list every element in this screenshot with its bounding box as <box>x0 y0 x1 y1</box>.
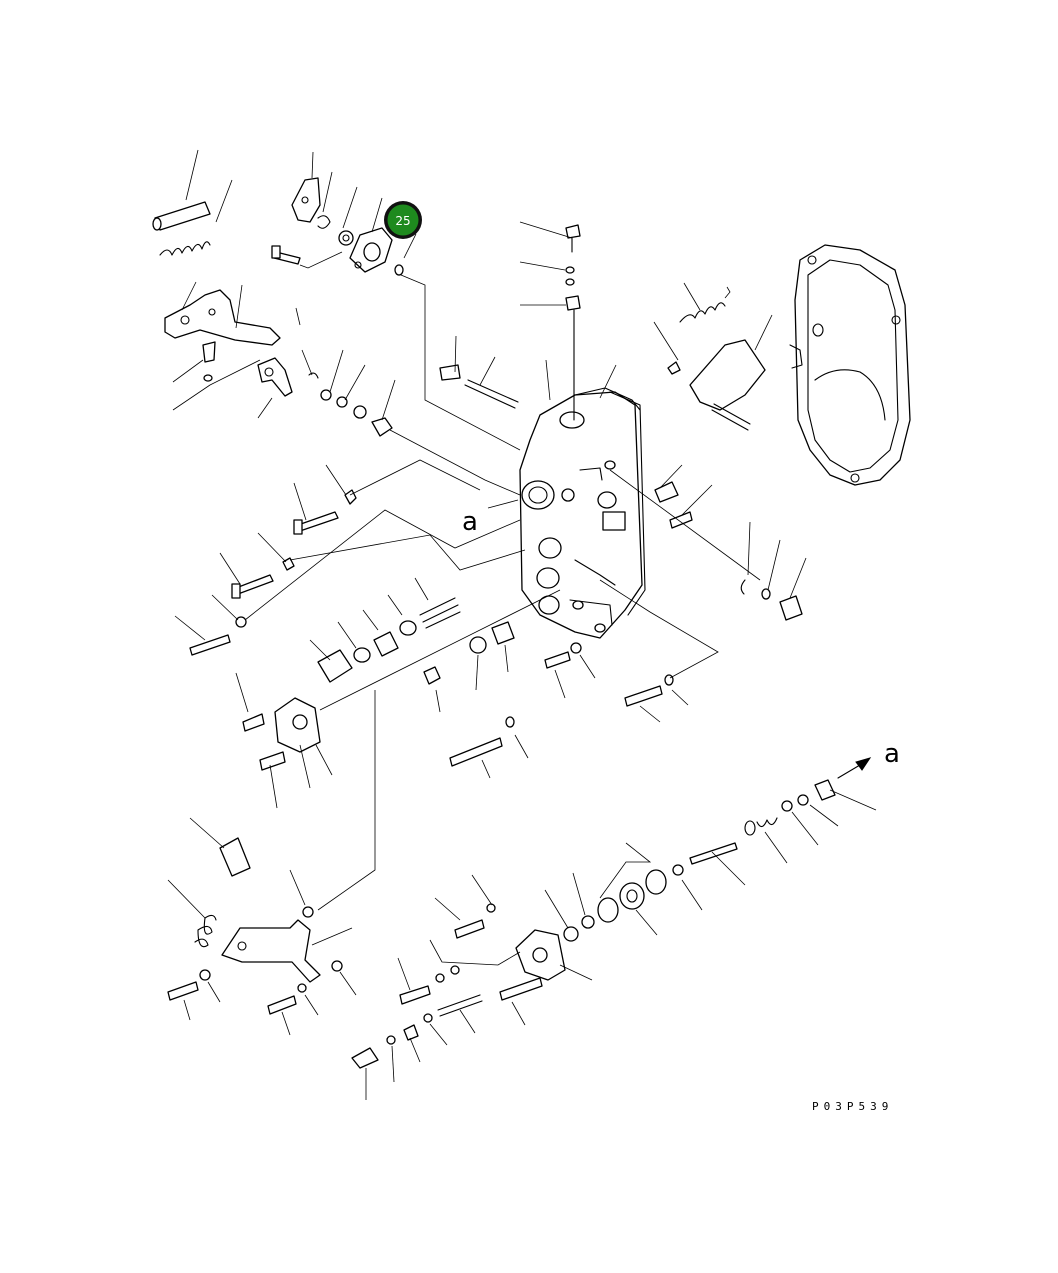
rear-cover <box>789 244 911 486</box>
upper-right-parts <box>449 224 803 767</box>
governor-housing <box>519 387 646 639</box>
view-label-a: a <box>462 507 478 537</box>
upper-center-parts <box>271 177 404 276</box>
callout-number: 25 <box>395 214 410 228</box>
upper-left-parts <box>152 201 293 397</box>
lower-center-parts <box>351 779 836 1069</box>
callout-badge <box>387 204 419 236</box>
front-plate <box>242 697 321 771</box>
view-label-a-arrow: a <box>884 739 900 769</box>
callout-25[interactable]: 25 <box>384 201 422 239</box>
leader-lines <box>167 149 877 1100</box>
left-small-parts <box>189 364 461 656</box>
plunger-parts <box>317 379 519 685</box>
view-a-arrow <box>837 757 872 779</box>
figure-code: P03P539 <box>812 1100 893 1113</box>
lower-lever-parts <box>167 837 343 1015</box>
